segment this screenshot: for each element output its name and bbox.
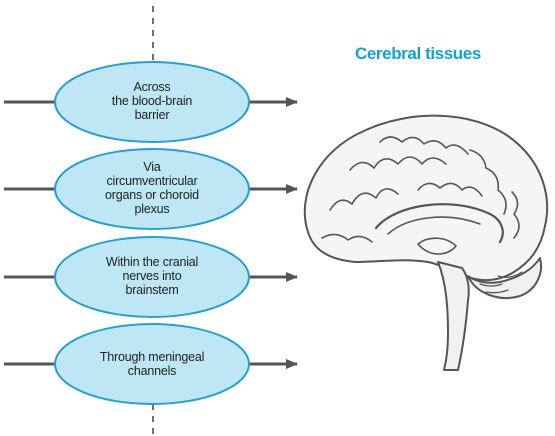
- route-3-line-2: nerves into: [77, 269, 227, 283]
- route-3-label: Within the cranial nerves into brainstem: [77, 255, 227, 297]
- route-1-line-1: Across: [77, 80, 227, 94]
- route-1-line-2: the blood-brain: [77, 94, 227, 108]
- route-2-line-1: Via: [77, 160, 227, 174]
- route-3-line-3: brainstem: [77, 283, 227, 297]
- route-4-label: Through meningeal channels: [77, 350, 227, 378]
- route-1-label: Across the blood-brain barrier: [77, 80, 227, 122]
- route-3-line-1: Within the cranial: [77, 255, 227, 269]
- route-2-line-4: plexus: [77, 202, 227, 216]
- route-2-line-2: circumventricular: [77, 174, 227, 188]
- route-2-label: Via circumventricular organs or choroid …: [77, 160, 227, 216]
- route-4-line-1: Through meningeal: [77, 350, 227, 364]
- route-4-line-2: channels: [77, 364, 227, 378]
- route-1-line-3: barrier: [77, 108, 227, 122]
- diagram-title: Cerebral tissues: [355, 44, 481, 64]
- route-2-line-3: organs or choroid: [77, 188, 227, 202]
- brain-sagittal-sketch-icon: [305, 116, 547, 370]
